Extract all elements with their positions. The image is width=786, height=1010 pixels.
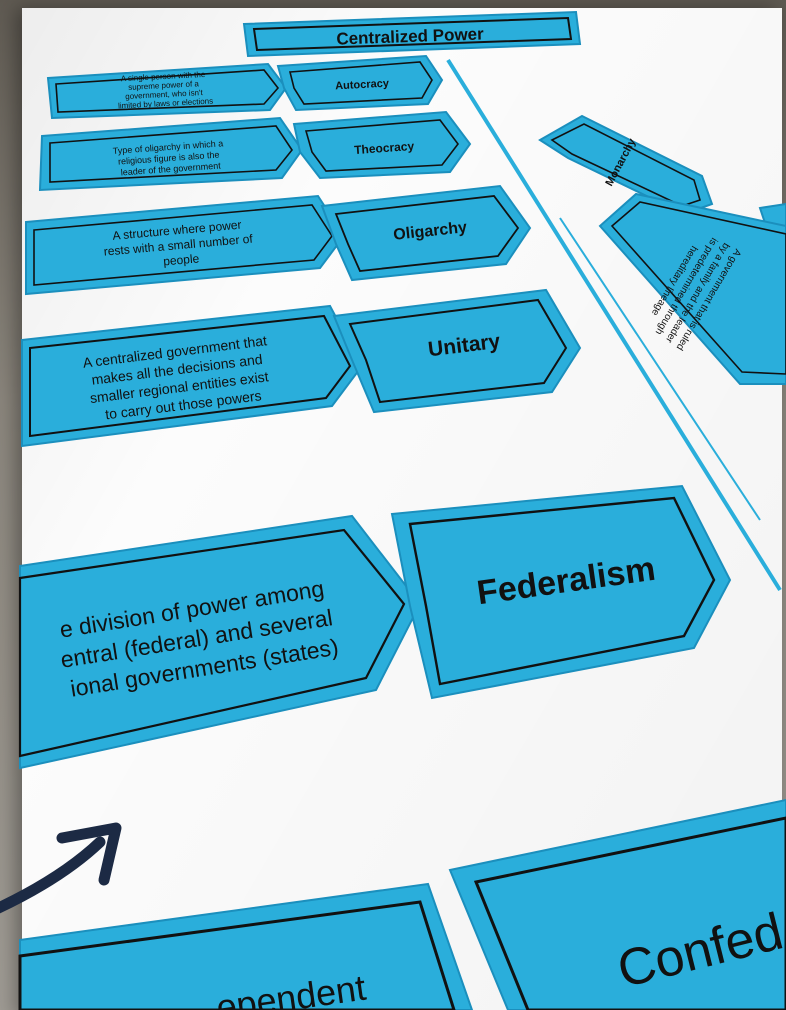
definition-card: A structure where power rests with a sma… xyxy=(25,194,346,296)
term-card[interactable]: Oligarchy xyxy=(320,184,532,282)
svg-text:A government that is ruled: A government that is ruled by a family a… xyxy=(639,227,743,355)
term-label: Autocracy xyxy=(335,78,390,93)
definition-card: e division of power among entral (federa… xyxy=(18,514,422,770)
row-oligarchy: A structure where power rests with a sma… xyxy=(25,184,532,296)
term-label: Theocracy xyxy=(354,139,415,157)
definition-line: government, who isn't xyxy=(125,88,204,101)
term-card[interactable]: Federalism xyxy=(390,484,732,700)
term-card[interactable]: Unitary xyxy=(332,288,582,414)
definition-card: A centralized government that makes all … xyxy=(21,304,364,448)
svg-text:A centralized government that: A centralized government that makes all … xyxy=(82,332,278,425)
definition-line: supreme power of a xyxy=(128,79,200,92)
row-theocracy: Type of oligarchy in which a religious f… xyxy=(38,110,472,192)
header-card: Centralized Power xyxy=(242,10,582,58)
term-card[interactable]: Autocracy xyxy=(276,54,444,112)
bottom-right-term-card[interactable]: Confed xyxy=(448,798,786,1010)
bottom-left-term-card[interactable]: ependent xyxy=(18,882,474,1010)
column-divider xyxy=(446,58,782,592)
definition-card: A single person with the supreme power o… xyxy=(46,62,288,120)
curved-arrow-icon xyxy=(0,822,122,914)
side-definition-card: A government that is ruled by a family a… xyxy=(598,192,786,385)
row-autocracy: A single person with the supreme power o… xyxy=(46,54,444,120)
svg-text:A single person with the: A single person with the supreme power o… xyxy=(116,70,213,111)
term-card[interactable]: Theocracy xyxy=(292,110,472,180)
side-term-card[interactable]: Monarchy xyxy=(538,114,714,216)
row-unitary: A centralized government that makes all … xyxy=(21,288,582,448)
row-federalism: e division of power among entral (federa… xyxy=(18,484,732,770)
definition-line: A single person with the xyxy=(121,70,206,83)
definition-line: people xyxy=(163,251,200,268)
definition-card: Type of oligarchy in which a religious f… xyxy=(38,116,304,192)
